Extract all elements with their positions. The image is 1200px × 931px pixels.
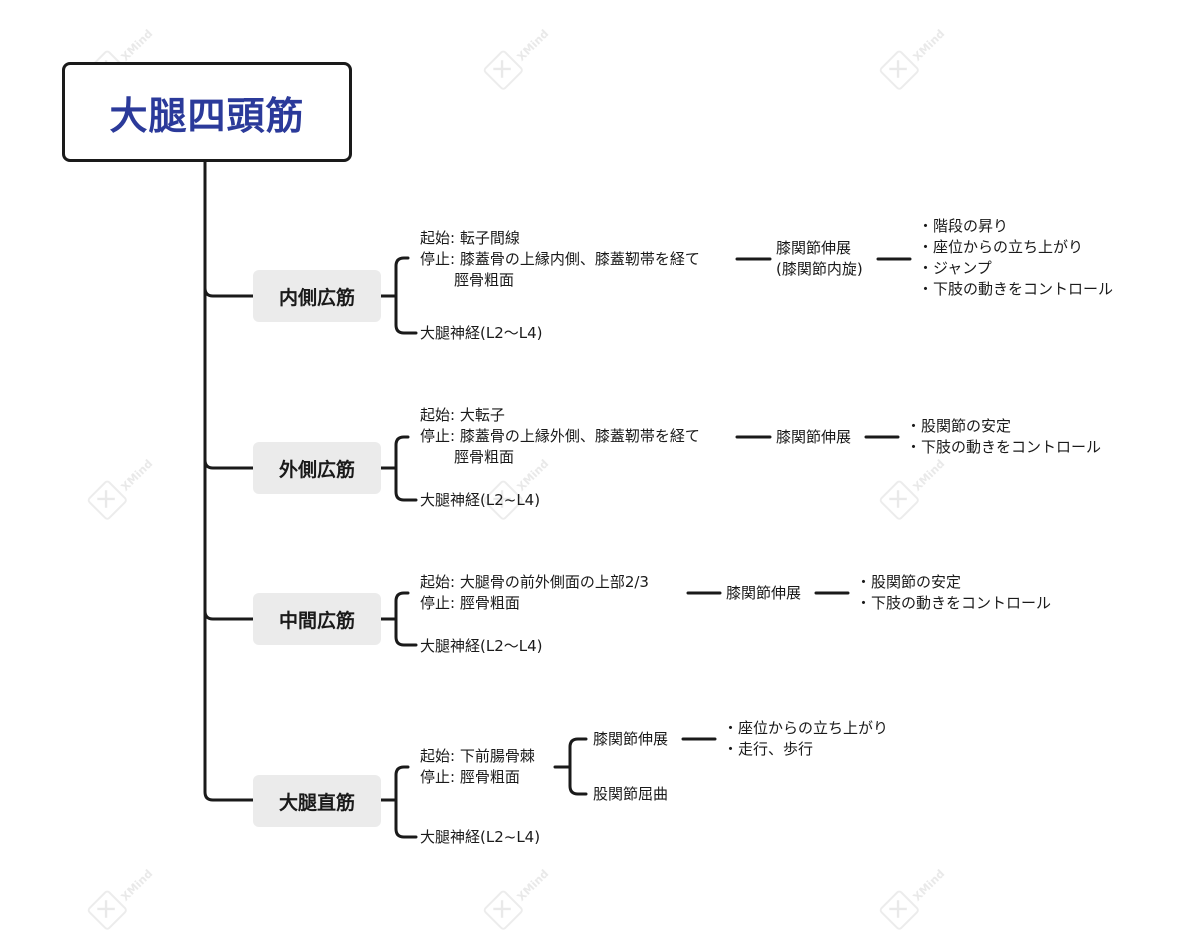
nerve-text: 大腿神経(L2~L4) (420, 828, 541, 846)
trunk-branch-1 (203, 286, 255, 298)
bracket-2 (379, 435, 418, 502)
muscle-node-vastus-medialis[interactable]: 内側広筋 (253, 270, 381, 322)
insertion-text: 停止: 膝蓋骨の上縁外側、膝蓋靭帯を経て (420, 427, 700, 445)
insertion-text-cont: 脛骨粗面 (454, 271, 515, 289)
nerve-node[interactable]: 大腿神経(L2~L4) (420, 490, 540, 511)
action-node[interactable]: 膝関節伸展 (膝関節内旋) (776, 238, 863, 280)
origin-insertion-node[interactable]: 起始: 転子間線 停止: 膝蓋骨の上縁内側、膝蓋靭帯を経て 脛骨粗面 (420, 228, 700, 291)
muscle-node-rectus-femoris[interactable]: 大腿直筋 (253, 775, 381, 827)
origin-insertion-node[interactable]: 起始: 大転子 停止: 膝蓋骨の上縁外側、膝蓋靭帯を経て 脛骨粗面 (420, 405, 700, 468)
muscle-label: 大腿直筋 (278, 791, 355, 814)
muscle-label: 内側広筋 (278, 286, 355, 309)
muscle-label: 外側広筋 (278, 458, 355, 481)
root-title: 大腿四頭筋 (109, 93, 305, 138)
use-item: ・股関節の安定 (906, 417, 1012, 435)
action-text: 膝関節伸展 (593, 730, 669, 748)
muscle-node-vastus-lateralis[interactable]: 外側広筋 (253, 442, 381, 494)
nerve-node[interactable]: 大腿神経(L2〜L4) (420, 323, 543, 344)
use-item: ・座位からの立ち上がり (918, 238, 1084, 256)
action-text: 膝関節伸展 (726, 584, 802, 602)
uses-node[interactable]: ・座位からの立ち上がり ・走行、歩行 (723, 718, 888, 760)
action-node[interactable]: 膝関節伸展 (593, 729, 668, 750)
origin-insertion-node[interactable]: 起始: 大腿骨の前外側面の上部2/3 停止: 脛骨粗面 (420, 572, 649, 614)
use-item: ・下肢の動きをコントロール (906, 438, 1102, 456)
trunk-line (203, 156, 255, 802)
origin-insertion-node[interactable]: 起始: 下前腸骨棘 停止: 脛骨粗面 (420, 746, 535, 788)
nerve-node[interactable]: 大腿神経(L2~L4) (420, 827, 540, 848)
origin-text: 起始: 大腿骨の前外側面の上部2/3 (420, 573, 649, 591)
use-item: ・ジャンプ (918, 259, 992, 277)
action-text: 股関節屈曲 (593, 785, 669, 803)
origin-text: 起始: 下前腸骨棘 (420, 747, 535, 765)
trunk-branch-3 (203, 609, 255, 621)
bracket-1 (379, 256, 418, 335)
insertion-text: 停止: 膝蓋骨の上縁内側、膝蓋靭帯を経て (420, 250, 700, 268)
muscle-node-vastus-intermedius[interactable]: 中間広筋 (253, 593, 381, 645)
origin-text: 起始: 転子間線 (420, 229, 520, 247)
trunk-branch-2 (203, 458, 255, 470)
action-text-secondary: (膝関節内旋) (776, 260, 863, 278)
nerve-text: 大腿神経(L2〜L4) (420, 324, 543, 342)
nerve-text: 大腿神経(L2〜L4) (420, 637, 543, 655)
nerve-node[interactable]: 大腿神経(L2〜L4) (420, 636, 543, 657)
root-topic[interactable]: 大腿四頭筋 (62, 62, 352, 162)
use-item: ・走行、歩行 (723, 740, 814, 758)
use-item: ・階段の昇り (918, 217, 1009, 235)
action-text: 膝関節伸展 (776, 239, 852, 257)
action-text: 膝関節伸展 (776, 428, 852, 446)
use-item: ・股関節の安定 (856, 573, 962, 591)
use-item: ・下肢の動きをコントロール (918, 280, 1114, 298)
bracket-3 (379, 591, 418, 647)
nerve-text: 大腿神経(L2~L4) (420, 491, 541, 509)
action-node[interactable]: 膝関節伸展 (776, 427, 851, 448)
use-item: ・座位からの立ち上がり (723, 719, 889, 737)
bracket-4 (379, 765, 418, 839)
uses-node[interactable]: ・股関節の安定 ・下肢の動きをコントロール (856, 572, 1051, 614)
insertion-text-cont: 脛骨粗面 (454, 448, 515, 466)
origin-text: 起始: 大転子 (420, 406, 505, 424)
action-node[interactable]: 膝関節伸展 (726, 583, 801, 604)
uses-node[interactable]: ・階段の昇り ・座位からの立ち上がり ・ジャンプ ・下肢の動きをコントロール (918, 216, 1113, 300)
muscle-label: 中間広筋 (278, 609, 355, 632)
insertion-text: 停止: 脛骨粗面 (420, 594, 520, 612)
uses-node[interactable]: ・股関節の安定 ・下肢の動きをコントロール (906, 416, 1101, 458)
action-node[interactable]: 股関節屈曲 (593, 784, 668, 805)
use-item: ・下肢の動きをコントロール (856, 594, 1052, 612)
insertion-text: 停止: 脛骨粗面 (420, 768, 520, 786)
bracket-4b (553, 737, 588, 796)
